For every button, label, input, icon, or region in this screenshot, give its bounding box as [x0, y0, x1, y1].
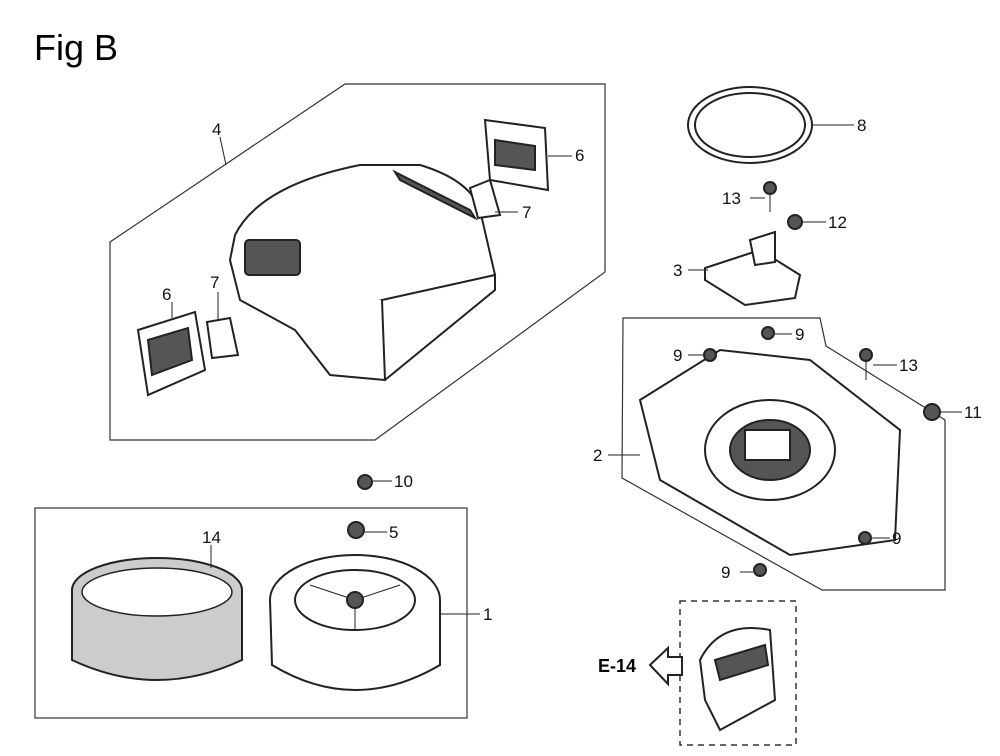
group-box-4 — [109, 83, 606, 441]
cover-grip-left — [136, 310, 207, 397]
figure-title: Fig B — [34, 27, 118, 68]
callout-5: 5 — [389, 523, 398, 542]
callout-14: 14 — [202, 528, 221, 547]
bracket-3 — [704, 248, 802, 307]
callout-1: 1 — [483, 605, 492, 624]
bolt-13-side — [859, 348, 873, 380]
reference-box-e14 — [679, 600, 797, 746]
callout-6-right: 6 — [575, 146, 584, 165]
grommet-9c — [858, 531, 872, 545]
reference-arrow-icon — [648, 645, 683, 687]
callout-4: 4 — [212, 120, 221, 139]
nut-12 — [787, 214, 803, 230]
callout-11: 11 — [964, 403, 982, 422]
callout-13-top: 13 — [722, 189, 741, 208]
foam-filter-14 — [71, 557, 243, 681]
callout-9-c: 9 — [892, 529, 901, 548]
air-cleaner-cover — [228, 164, 497, 382]
callout-8: 8 — [857, 116, 866, 135]
leader-lines — [171, 124, 962, 615]
nut-10 — [357, 474, 373, 490]
callout-6-left: 6 — [162, 285, 171, 304]
filter-element-1 — [269, 554, 441, 691]
intake-part-ref — [698, 627, 777, 732]
grommet-9a — [703, 348, 717, 362]
callout-7-left: 7 — [210, 273, 219, 292]
callout-9-d: 9 — [721, 563, 730, 582]
clip-left — [205, 316, 240, 360]
cover-grip-right — [483, 118, 550, 192]
grommet-9b — [761, 326, 775, 340]
clip-right — [468, 178, 502, 220]
bolt-13-top — [763, 181, 777, 212]
reference-label[interactable]: E-14 — [598, 656, 636, 676]
bracket-3-tab — [748, 230, 776, 267]
callout-9-b: 9 — [795, 325, 804, 344]
callout-7-right: 7 — [522, 203, 531, 222]
group-box-1 — [34, 507, 468, 719]
callout-3: 3 — [673, 261, 682, 280]
nut-11 — [923, 403, 941, 421]
seal-ring-inner — [694, 92, 806, 158]
group-box-2 — [621, 317, 946, 591]
callout-13-side: 13 — [899, 356, 918, 375]
grommet-9d — [753, 563, 767, 577]
air-cleaner-case — [638, 348, 902, 557]
callout-12: 12 — [828, 213, 847, 232]
callout-9-a: 9 — [673, 346, 682, 365]
callout-2: 2 — [593, 446, 602, 465]
nut-5 — [347, 521, 365, 539]
callout-10: 10 — [394, 472, 413, 491]
